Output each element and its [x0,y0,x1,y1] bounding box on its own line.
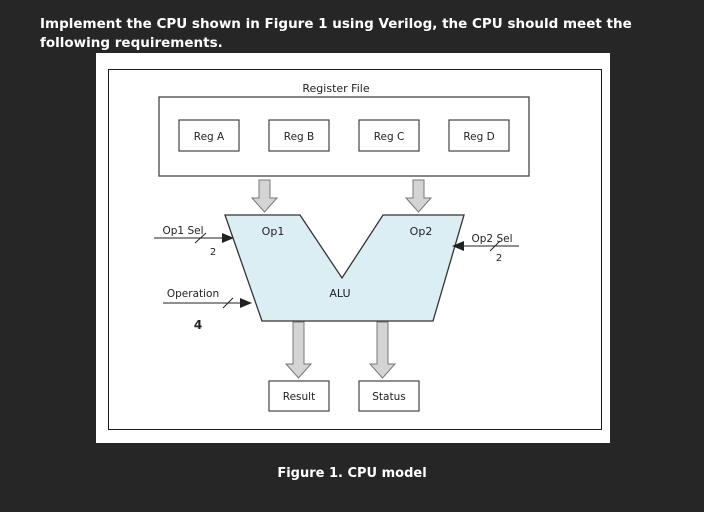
operation-bus-slash [222,297,234,309]
figure-caption: Figure 1. CPU model [277,466,427,481]
op2-sel-bus-slash [489,240,501,252]
alu-block [224,214,465,322]
register-a: Reg A [178,119,240,152]
register-b-label: Reg B [284,131,315,143]
reg-to-op2-arrow [404,179,433,213]
figure-frame [108,69,602,430]
status-label: Status [372,391,405,403]
op2-sel-arrowhead [452,241,464,251]
register-b: Reg B [268,119,330,152]
op2-sel-label: Op2 Sel [472,233,513,245]
register-b-box [268,119,330,152]
operation-arrowhead [240,298,252,308]
status-box [358,380,420,412]
alu-to-result-arrow [284,321,313,379]
register-c-box [358,119,420,152]
register-c-label: Reg C [374,131,405,143]
result-output: Result [268,380,330,412]
op1-sel-label: Op1 Sel [163,225,204,237]
register-c: Reg C [358,119,420,152]
register-d: Reg D [448,119,510,152]
alu-to-status-arrow [368,321,397,379]
register-d-box [448,119,510,152]
reg-to-op1-arrow [250,179,279,213]
register-a-box [178,119,240,152]
register-file-label: Register File [302,82,369,95]
result-label: Result [283,391,315,403]
register-a-label: Reg A [194,131,225,143]
question-text: Implement the CPU shown in Figure 1 usin… [40,16,632,51]
register-d-label: Reg D [463,131,494,143]
op1-sel-width: 2 [210,247,216,258]
alu-label: ALU [329,287,350,300]
operation-width: 4 [194,318,202,332]
op2-sel-width: 2 [496,253,502,264]
op1-sel-arrowhead [222,233,234,243]
status-output: Status [358,380,420,412]
op1-label: Op1 [262,225,285,238]
op1-sel-bus-slash [194,232,207,244]
result-box [268,380,330,412]
op2-label: Op2 [410,225,433,238]
operation-label: Operation [167,288,219,300]
